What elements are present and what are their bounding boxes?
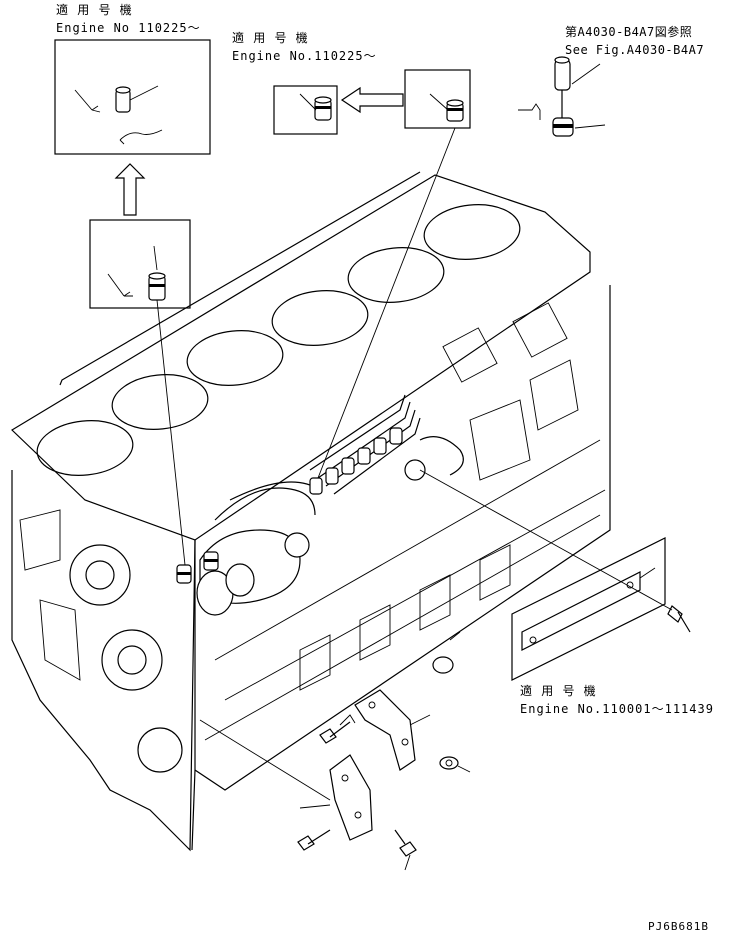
callout-bottom-right-line1: 適 用 号 機 xyxy=(520,683,597,698)
injection-pump xyxy=(176,394,464,616)
drawing-code: PJ6B681B xyxy=(648,920,709,933)
callout-bottom-right-line2: Engine No.110001～111439 xyxy=(520,702,714,716)
callout-top-center-line1: 適 用 号 機 xyxy=(232,30,309,45)
inset-top-center-right xyxy=(404,69,471,129)
inset-top-left xyxy=(54,39,211,155)
callout-top-left-line2: Engine No 110225～ xyxy=(56,21,201,35)
callout-top-left-line1: 適 用 号 機 xyxy=(56,2,133,17)
arrow-left xyxy=(340,86,404,114)
leader-lines xyxy=(156,127,673,801)
inset-bottom-right xyxy=(511,537,691,681)
inset-mid-left xyxy=(89,219,191,309)
bracket-assembly xyxy=(297,631,471,871)
inset-top-right-parts xyxy=(518,56,606,137)
inset-top-center-left xyxy=(273,85,338,135)
callout-top-right-line2: See Fig.A4030-B4A7 xyxy=(565,43,704,57)
callout-top-right-line1: 第A4030-B4A7図参照 xyxy=(565,24,692,39)
engine-block xyxy=(11,171,611,852)
callout-top-center-line2: Engine No.110225～ xyxy=(232,49,377,63)
arrow-up-left xyxy=(114,163,146,216)
